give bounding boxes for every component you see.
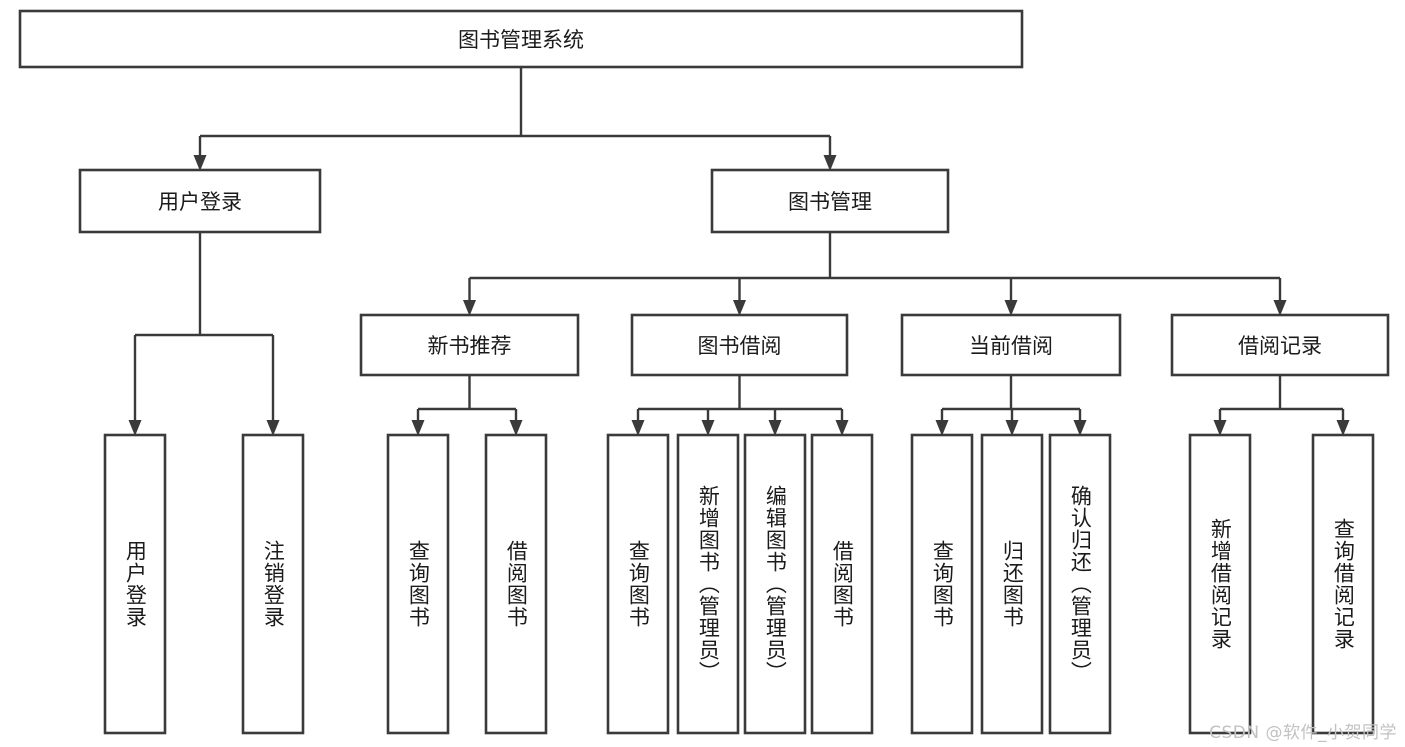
node-leaf-return-book[interactable] bbox=[980, 433, 1044, 735]
node-box-leaf-user-login[interactable] bbox=[103, 433, 167, 735]
node-box-book-manage[interactable] bbox=[710, 168, 950, 234]
node-box-leaf-borrow-book-1[interactable] bbox=[484, 433, 548, 735]
node-box-book-borrow[interactable] bbox=[630, 313, 849, 377]
node-leaf-query-record[interactable] bbox=[1311, 433, 1375, 735]
node-borrow-record[interactable]: 借阅记录 bbox=[1170, 313, 1390, 377]
node-box-borrow-record[interactable] bbox=[1170, 313, 1390, 377]
node-box-leaf-query-book-3[interactable] bbox=[910, 433, 974, 735]
node-box-leaf-return-book[interactable] bbox=[980, 433, 1044, 735]
node-box-leaf-query-record[interactable] bbox=[1311, 433, 1375, 735]
node-label-book-borrow: 图书借阅 bbox=[698, 334, 782, 358]
node-leaf-borrow-book-1[interactable] bbox=[484, 433, 548, 735]
node-box-leaf-edit-book[interactable] bbox=[743, 433, 807, 735]
watermark: CSDN @软件_小贺同学 bbox=[1209, 723, 1397, 743]
node-label-root: 图书管理系统 bbox=[458, 28, 584, 52]
node-leaf-borrow-book-2[interactable] bbox=[810, 433, 874, 735]
node-leaf-user-login[interactable] bbox=[103, 433, 167, 735]
node-box-root[interactable] bbox=[18, 9, 1024, 69]
node-leaf-confirm-return[interactable] bbox=[1048, 433, 1112, 735]
node-user-login[interactable]: 用户登录 bbox=[78, 168, 322, 234]
node-box-new-book-recommend[interactable] bbox=[359, 313, 580, 377]
node-book-borrow[interactable]: 图书借阅 bbox=[630, 313, 849, 377]
node-leaf-add-record[interactable] bbox=[1188, 433, 1252, 735]
node-box-current-borrow[interactable] bbox=[900, 313, 1122, 377]
node-box-leaf-borrow-book-2[interactable] bbox=[810, 433, 874, 735]
node-leaf-query-book-1[interactable] bbox=[386, 433, 450, 735]
node-box-user-login[interactable] bbox=[78, 168, 322, 234]
node-box-leaf-logout[interactable] bbox=[241, 433, 305, 735]
node-leaf-logout[interactable] bbox=[241, 433, 305, 735]
node-leaf-add-book[interactable] bbox=[676, 433, 740, 735]
node-leaf-query-book-2[interactable] bbox=[606, 433, 670, 735]
node-box-leaf-query-book-1[interactable] bbox=[386, 433, 450, 735]
node-book-manage[interactable]: 图书管理 bbox=[710, 168, 950, 234]
node-leaf-query-book-3[interactable] bbox=[910, 433, 974, 735]
node-label-current-borrow: 当前借阅 bbox=[969, 334, 1053, 358]
node-label-new-book-recommend: 新书推荐 bbox=[428, 334, 512, 358]
node-box-leaf-query-book-2[interactable] bbox=[606, 433, 670, 735]
node-root[interactable]: 图书管理系统 bbox=[18, 9, 1024, 69]
node-leaf-edit-book[interactable] bbox=[743, 433, 807, 735]
node-box-leaf-add-book[interactable] bbox=[676, 433, 740, 735]
node-current-borrow[interactable]: 当前借阅 bbox=[900, 313, 1122, 377]
node-box-leaf-add-record[interactable] bbox=[1188, 433, 1252, 735]
node-label-user-login: 用户登录 bbox=[158, 190, 242, 214]
node-box-leaf-confirm-return[interactable] bbox=[1048, 433, 1112, 735]
node-label-book-manage: 图书管理 bbox=[788, 190, 872, 214]
node-new-book-recommend[interactable]: 新书推荐 bbox=[359, 313, 580, 377]
node-label-borrow-record: 借阅记录 bbox=[1238, 334, 1322, 358]
